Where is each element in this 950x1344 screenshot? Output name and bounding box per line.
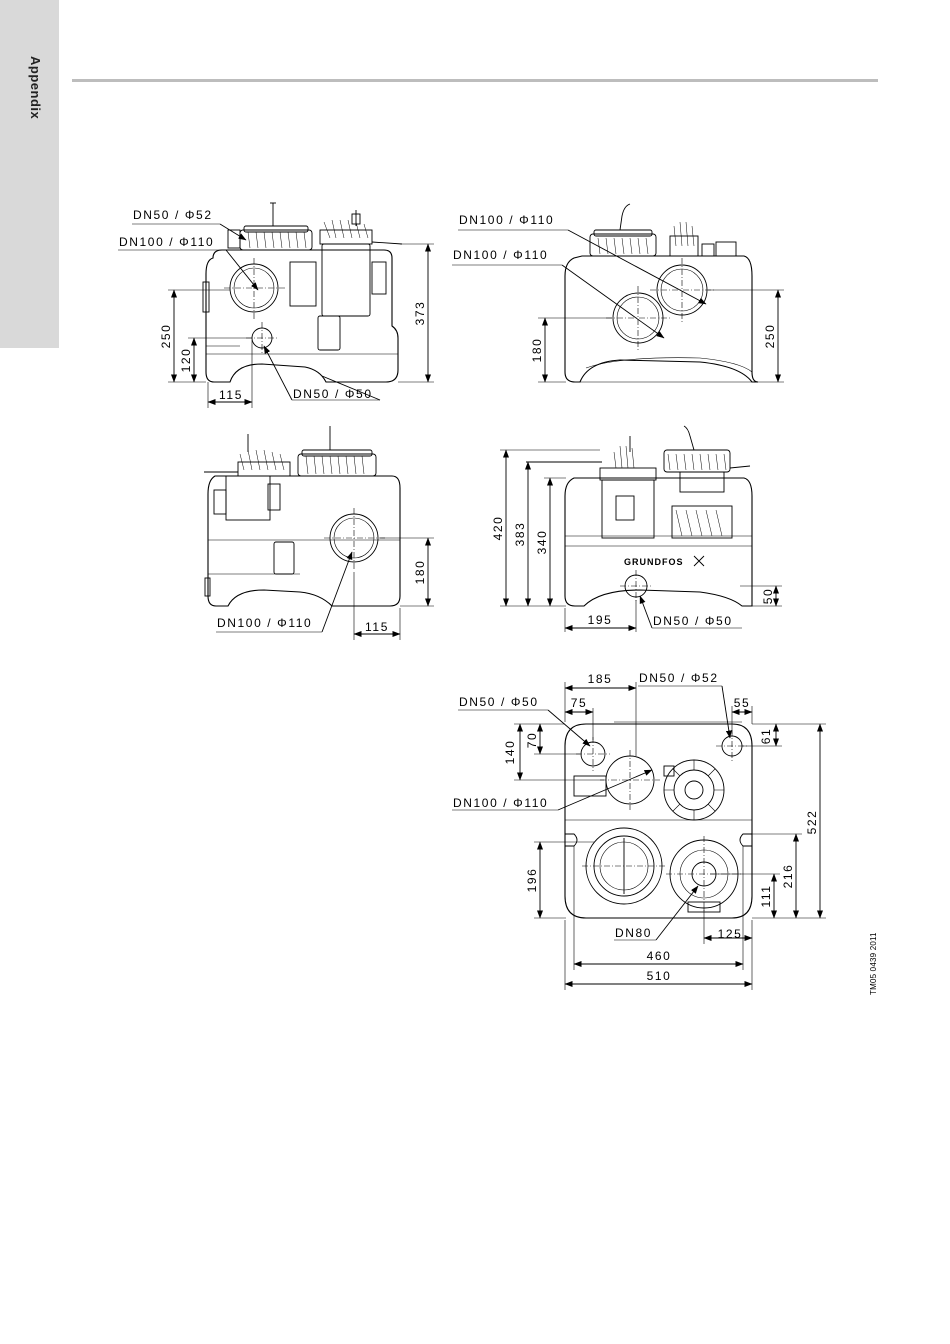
dim-195: 195 — [588, 613, 613, 627]
dim-250: 250 — [159, 324, 173, 349]
label-dn100-110-a: DN100 / Φ110 — [459, 213, 554, 227]
dim-373: 373 — [413, 301, 427, 326]
label-dn100-110: DN100 / Φ110 — [119, 235, 214, 249]
view-plan: 185 DN50 / Φ52 DN50 / Φ50 75 55 70 140 6… — [452, 671, 826, 990]
label-dn50-50: DN50 / Φ50 — [653, 614, 733, 628]
dim-111: 111 — [759, 884, 773, 907]
dim-216: 216 — [781, 864, 795, 889]
label-dn50-50: DN50 / Φ50 — [459, 695, 539, 709]
dim-185: 185 — [588, 672, 613, 686]
dim-340: 340 — [535, 530, 549, 555]
dim-460: 460 — [647, 949, 672, 963]
dim-115: 115 — [219, 388, 243, 402]
dim-383: 383 — [513, 522, 527, 547]
label-dn50-52: DN50 / Φ52 — [639, 671, 719, 685]
label-dn100-110: DN100 / Φ110 — [217, 616, 312, 630]
drawing-code: TM05 0439 2011 — [869, 932, 878, 995]
view-side-left-mid: DN100 / Φ110 180 115 — [204, 426, 434, 640]
label-dn50-52: DN50 / Φ52 — [133, 208, 213, 222]
dim-55: 55 — [734, 696, 751, 710]
dim-120: 120 — [179, 348, 193, 373]
grundfos-x-mark — [694, 556, 704, 566]
dim-522: 522 — [805, 810, 819, 835]
dim-140: 140 — [503, 740, 517, 765]
dim-250: 250 — [763, 324, 777, 349]
dim-75: 75 — [571, 696, 588, 710]
dim-420: 420 — [491, 516, 505, 541]
view-side-left: DN50 / Φ52 DN100 / Φ110 DN50 / Φ50 250 1… — [118, 203, 434, 408]
dim-70: 70 — [525, 732, 539, 749]
label-dn80: DN80 — [615, 926, 652, 940]
label-dn100-110-b: DN100 / Φ110 — [453, 248, 548, 262]
view-rear-right: DN100 / Φ110 DN100 / Φ110 180 250 — [452, 204, 784, 382]
dim-125: 125 — [718, 927, 743, 941]
label-dn100-110: DN100 / Φ110 — [453, 796, 548, 810]
label-dn50-50: DN50 / Φ50 — [293, 387, 373, 401]
dim-196: 196 — [525, 868, 539, 893]
dim-115: 115 — [365, 620, 389, 634]
dim-61: 61 — [759, 728, 773, 745]
dim-180: 180 — [530, 338, 544, 363]
dim-510: 510 — [647, 969, 672, 983]
view-front-right: GRUNDFOS 420 383 340 50 195 DN50 / Φ50 — [491, 426, 782, 632]
grundfos-logo: GRUNDFOS — [624, 557, 684, 567]
dim-180: 180 — [413, 560, 427, 585]
dim-50: 50 — [761, 588, 775, 605]
